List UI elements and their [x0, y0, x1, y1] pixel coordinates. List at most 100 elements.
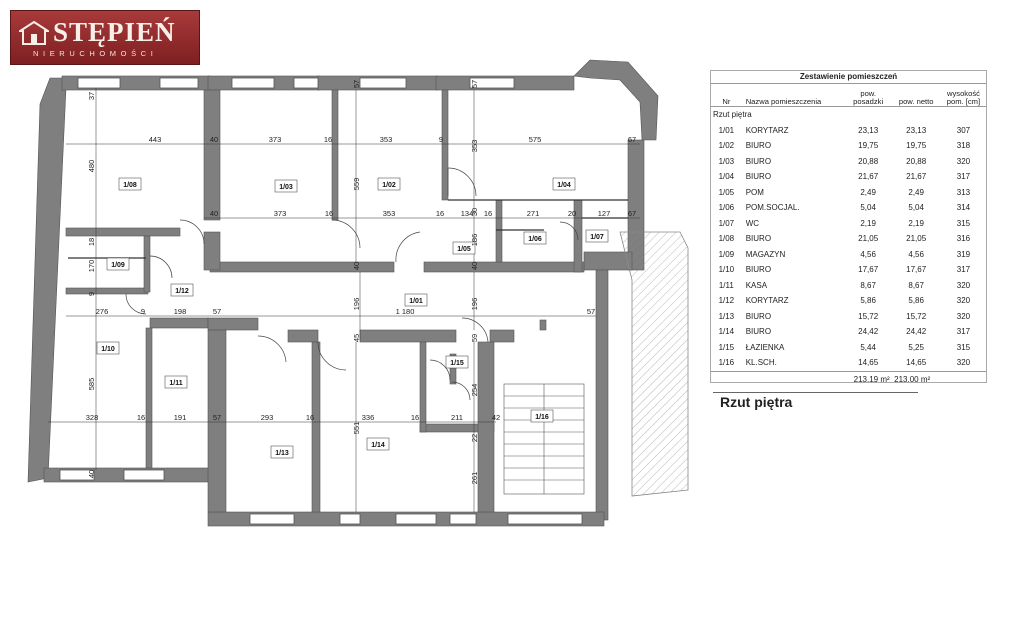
- dim-label: 16: [306, 413, 314, 422]
- dim-label: 353: [383, 209, 396, 218]
- room-label-111: 1/11: [169, 380, 182, 387]
- cell-gross: 19,75: [858, 141, 879, 151]
- room-label-109: 1/09: [111, 262, 125, 269]
- cell-nr: 1/14: [718, 327, 735, 337]
- cell-gross: 5,44: [860, 342, 876, 352]
- cell-name: ŁAZIENKA: [745, 342, 785, 352]
- dim-label: 9: [87, 292, 96, 296]
- dim-label: 373: [274, 209, 287, 218]
- cell-net: 17,67: [906, 265, 927, 275]
- cell-name: KL.SCH.: [745, 358, 777, 368]
- dim-label: 16: [436, 209, 444, 218]
- dim-label: 9: [439, 135, 443, 144]
- doors: [125, 167, 579, 401]
- logo-tagline: NIERUCHOMOŚCI: [33, 49, 158, 58]
- cell-height: 315: [956, 342, 971, 352]
- cell-nr: 1/15: [718, 342, 735, 352]
- cell-gross: 15,72: [858, 311, 879, 321]
- dim-label: 18: [87, 238, 96, 246]
- cell-height: 307: [956, 125, 971, 135]
- dim-label: 559: [352, 178, 361, 191]
- cell-height: 316: [956, 234, 971, 244]
- dim-label: 59: [470, 334, 479, 342]
- dim-label: 198: [174, 307, 187, 316]
- cell-net: 20,88: [906, 156, 927, 166]
- room-label-116: 1/16: [535, 414, 549, 421]
- room-label-105: 1/05: [457, 246, 471, 253]
- room-label-115: 1/15: [450, 360, 464, 367]
- dim-label: 551: [352, 422, 361, 435]
- dim-label: 57: [352, 80, 361, 88]
- cell-name: KORYTARZ: [745, 296, 789, 306]
- cell-nr: 1/16: [718, 358, 735, 368]
- cell-net: 19,75: [906, 141, 927, 151]
- cell-net: 5,04: [908, 203, 924, 213]
- cell-gross: 2,19: [860, 218, 876, 228]
- cell-height: 314: [956, 203, 971, 213]
- cell-height: 315: [956, 218, 971, 228]
- cell-gross: 20,88: [858, 156, 879, 166]
- dim-label: 37: [87, 92, 96, 100]
- cell-net: 21,05: [906, 234, 927, 244]
- cell-name: KORYTARZ: [745, 125, 789, 135]
- dim-label: 575: [529, 135, 542, 144]
- cell-name: BIURO: [745, 327, 772, 337]
- dim-label: 336: [362, 413, 375, 422]
- cell-height: 320: [956, 311, 971, 321]
- dim-label: 40: [210, 135, 218, 144]
- cell-gross: 21,67: [858, 172, 879, 182]
- dim-label: 16: [325, 209, 333, 218]
- plan-caption: Rzut piętra: [720, 394, 793, 410]
- dim-label: 293: [261, 413, 274, 422]
- cell-nr: 1/01: [718, 125, 735, 135]
- balcony: [619, 231, 689, 497]
- dim-label: 20: [568, 209, 576, 218]
- room-label-110: 1/10: [101, 346, 115, 353]
- col-header-net: pow. netto: [892, 83, 940, 107]
- cell-gross: 5,86: [860, 296, 876, 306]
- table-title: Zestawienie pomieszczeń: [710, 70, 987, 84]
- dim-label: 127: [598, 209, 611, 218]
- cell-name: WC: [745, 218, 760, 228]
- total-area: 213,19 m² 213,00 m²: [843, 370, 940, 387]
- dim-label: 276: [96, 307, 109, 316]
- cell-net: 24,42: [906, 327, 927, 337]
- dim-label: 16: [484, 209, 492, 218]
- dim-label: 40: [87, 470, 96, 478]
- dim-label: 16: [324, 135, 332, 144]
- dim-label: 196: [470, 298, 479, 311]
- cell-net: 21,67: [906, 172, 927, 182]
- cell-height: 319: [956, 249, 971, 259]
- cell-height: 320: [956, 358, 971, 368]
- room-labels: 1/08 1/03 1/02 1/04 1/09 1/05 1/06 1/07 …: [96, 177, 609, 459]
- room-label-114: 1/14: [371, 442, 385, 449]
- dim-label: 585: [87, 378, 96, 391]
- dim-label: 40: [352, 262, 361, 270]
- cell-nr: 1/09: [718, 249, 735, 259]
- room-schedule-table: Zestawienie pomieszczeń Nr Nazwa pomiesz…: [710, 70, 987, 387]
- dim-label: 57: [213, 307, 221, 316]
- dim-label: 57: [587, 307, 595, 316]
- room-label-106: 1/06: [528, 236, 542, 243]
- cell-nr: 1/04: [718, 172, 735, 182]
- cell-gross: 23,13: [858, 125, 879, 135]
- dim-label: 211: [451, 413, 463, 422]
- cell-nr: 1/03: [718, 156, 735, 166]
- cell-nr: 1/10: [718, 265, 735, 275]
- cell-name: BIURO: [745, 311, 772, 321]
- dimension-labels-horizontal: 443 40 373 16 353 9 575 67 40 373 16 353…: [86, 135, 636, 422]
- dim-label: 57: [213, 413, 221, 422]
- dim-label: 67: [628, 209, 636, 218]
